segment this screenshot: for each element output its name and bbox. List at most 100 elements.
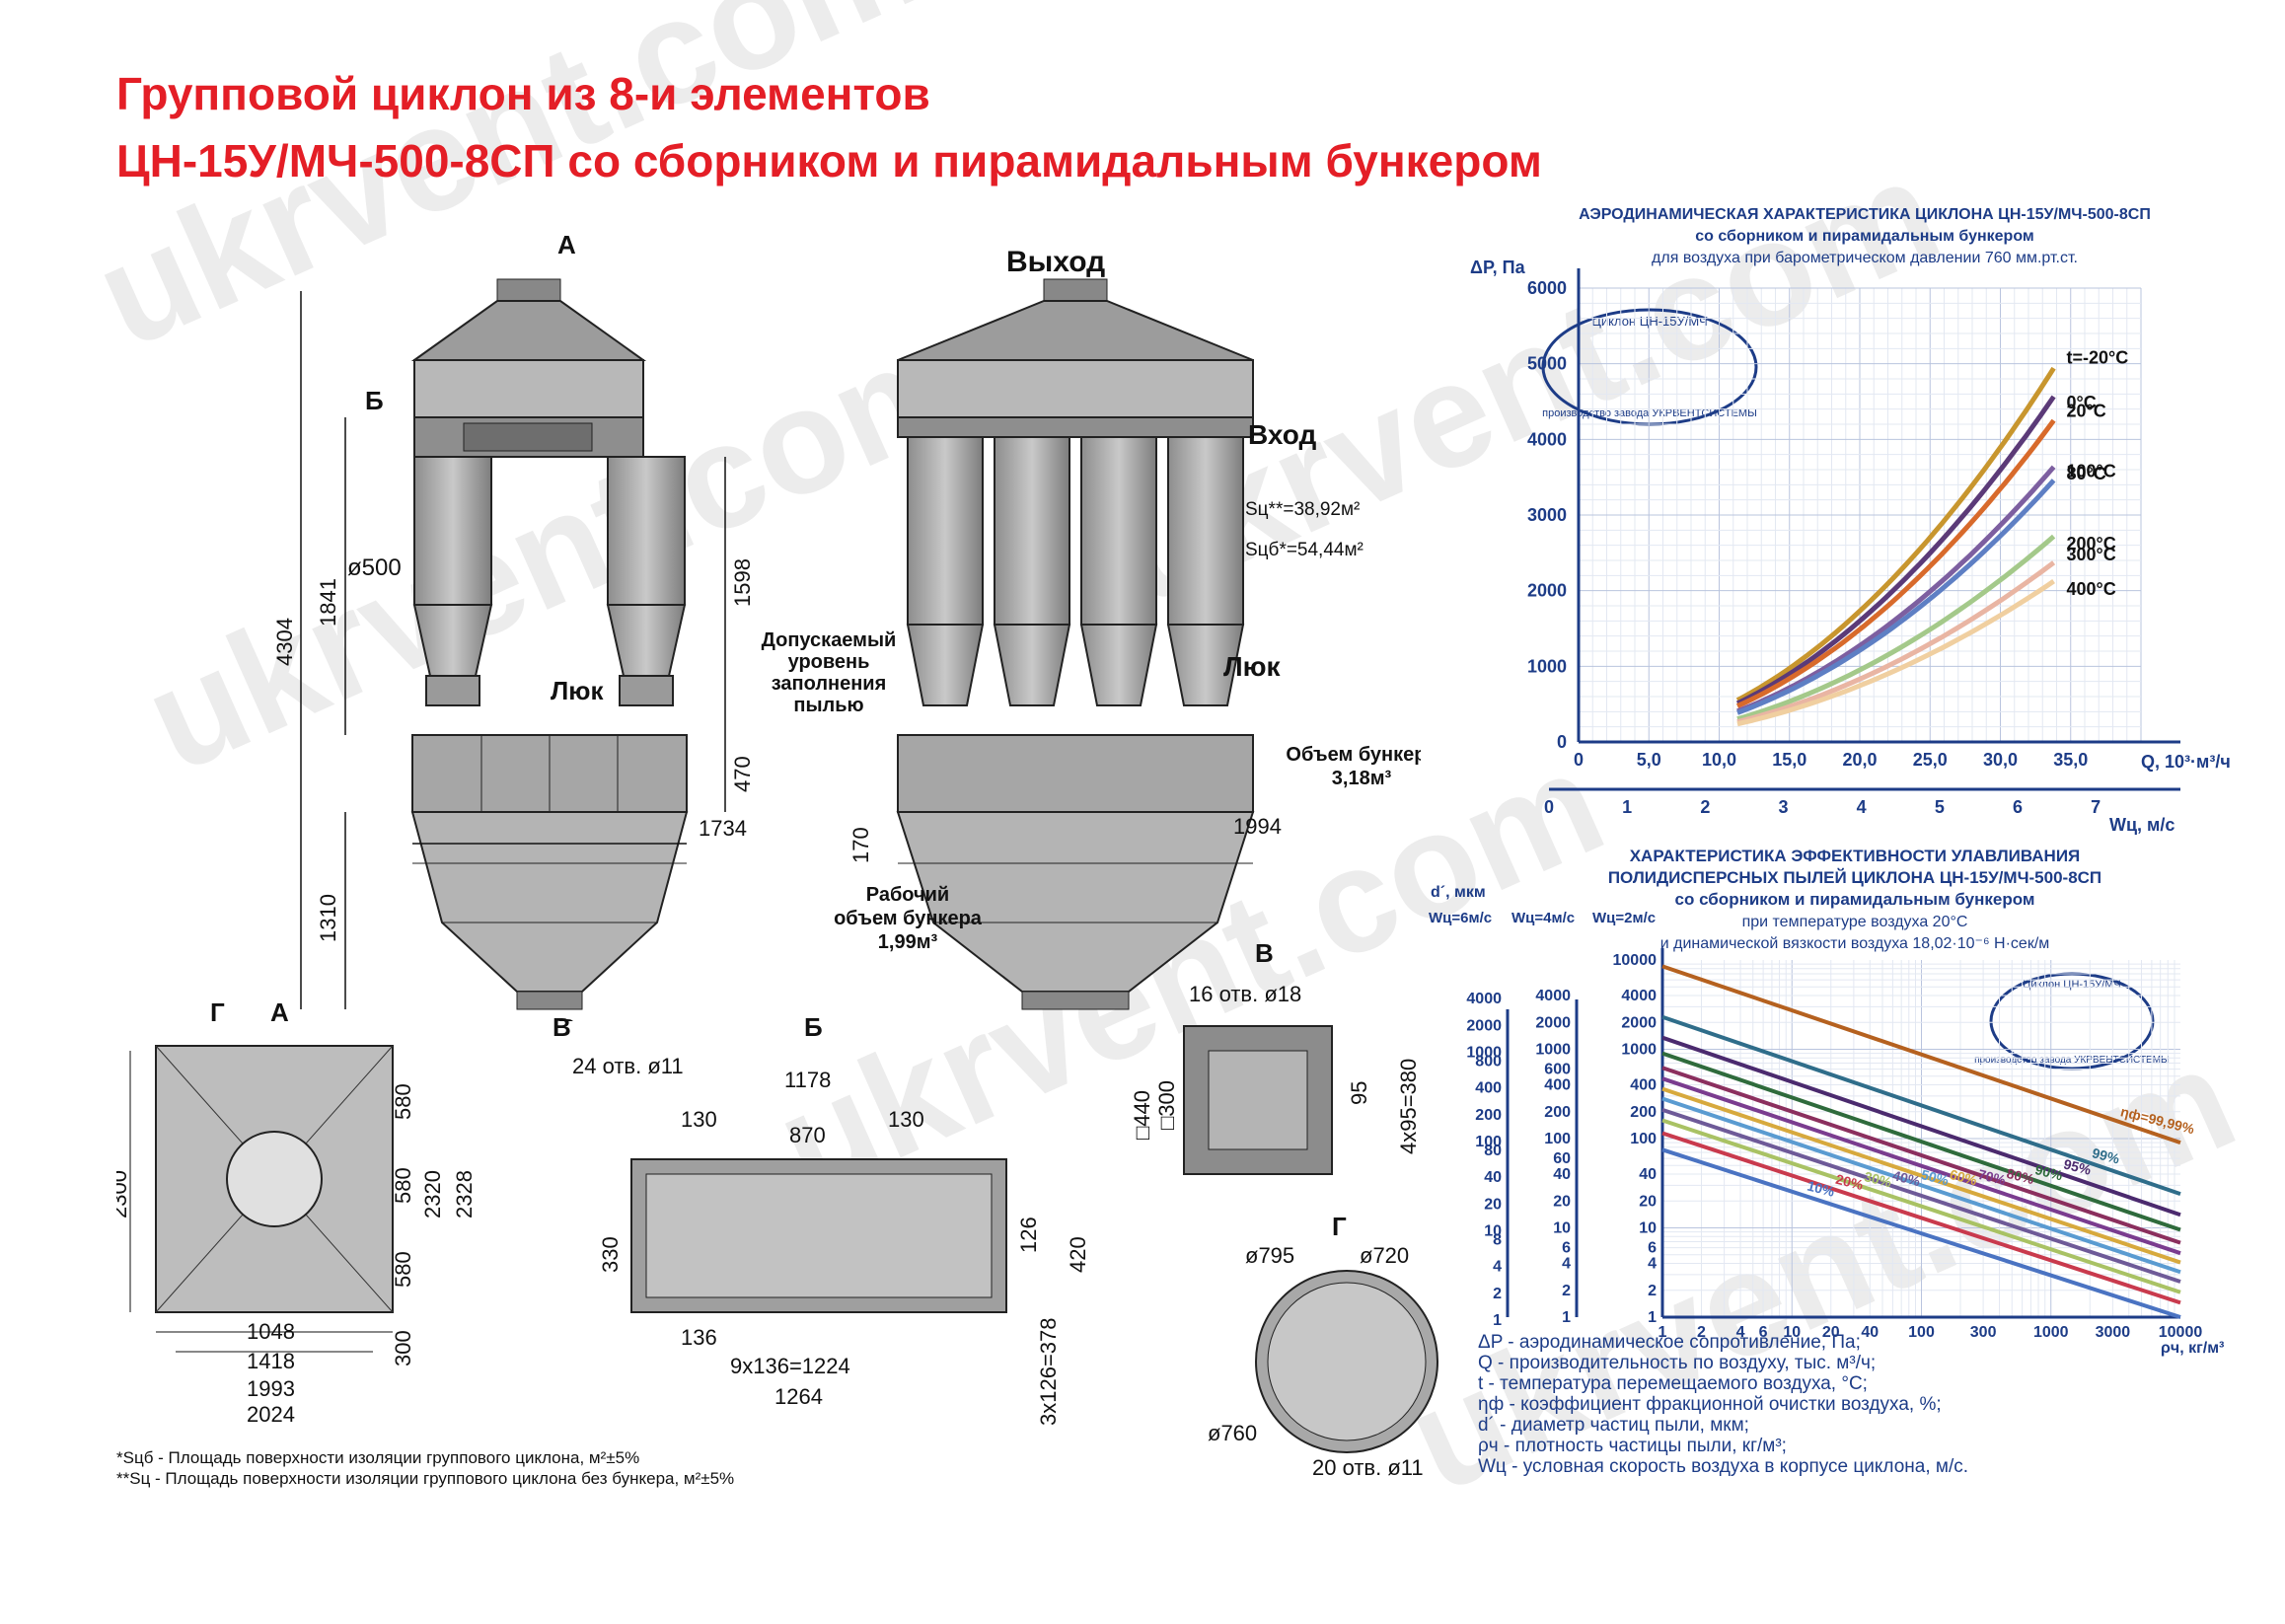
- area-scb: Sцб*=54,44м²: [1245, 540, 1364, 560]
- y4-tick-label: 10: [1553, 1220, 1571, 1237]
- series-line: [1661, 1014, 2181, 1196]
- y6-tick-label: 10: [1484, 1223, 1502, 1240]
- symbol-legend: ΔP - аэродинамическое сопротивление, Па;…: [1478, 1332, 1968, 1477]
- diam-pipe-label: ø500: [347, 554, 402, 581]
- y4-tick-label: 2: [1562, 1283, 1571, 1299]
- y-tick-label: 6: [1648, 1240, 1657, 1257]
- y-tick-label: 6000: [1527, 278, 1567, 298]
- series-line: [1661, 1051, 2181, 1232]
- series-line: [1661, 1118, 2181, 1294]
- y6-tick-label: 2000: [1466, 1017, 1502, 1034]
- hatch-label-side: Люк: [1223, 651, 1282, 682]
- series-line: [1661, 1066, 2181, 1245]
- y4-tick-label: 20: [1553, 1193, 1571, 1210]
- dim-795: ø795: [1245, 1243, 1294, 1268]
- y-tick-label: 100: [1630, 1131, 1657, 1147]
- chart2-ylabel: d´, мкм: [1431, 884, 1486, 901]
- series-label: t=-20°C: [2067, 348, 2129, 368]
- y4-tick-label: 40: [1553, 1166, 1571, 1183]
- holes-g: 20 отв. ø11: [1312, 1455, 1424, 1480]
- legend-item: Q - производительность по воздуху, тыс. …: [1478, 1353, 1877, 1373]
- inlet-label: Вход: [1248, 419, 1316, 450]
- x-tick-label: 35,0: [2053, 750, 2088, 770]
- y-tick-label: 4000: [1527, 429, 1567, 449]
- x2-tick-label: 1: [1622, 797, 1632, 817]
- dim-580-b: 580: [391, 1167, 415, 1204]
- series-label: 80°C: [2067, 464, 2106, 483]
- y6-tick-label: 1: [1493, 1312, 1502, 1329]
- x-tick-label: 5,0: [1637, 750, 1661, 770]
- y4-tick-label: 100: [1544, 1131, 1571, 1147]
- y-tick-label: 10000: [1613, 952, 1658, 969]
- y-tick-label: 1: [1648, 1309, 1657, 1326]
- series-line: [1661, 964, 2181, 1145]
- y4-tick-label: 60: [1553, 1150, 1571, 1167]
- dim-870: 870: [789, 1123, 826, 1147]
- y-tick-label: 4000: [1621, 988, 1657, 1004]
- y4-tick-label: 1000: [1535, 1042, 1571, 1059]
- dim-760: ø760: [1208, 1421, 1257, 1445]
- dust-level-line2: уровень: [788, 651, 870, 673]
- dim-1841: 1841: [316, 578, 340, 627]
- bunker-volume-line1: Объем бункера: [1286, 744, 1421, 766]
- series-line: [1661, 1076, 2181, 1256]
- series-label: 95%: [2062, 1156, 2094, 1178]
- chart2-subtitle3: при температуре воздуха 20°C: [1742, 914, 1968, 930]
- area-sc: Sц**=38,92м²: [1245, 499, 1360, 520]
- dim-2320: 2320: [420, 1170, 445, 1218]
- x2-tick-label: 2: [1700, 797, 1710, 817]
- chart2-xlabel: ρч, кг/м³: [2161, 1340, 2224, 1357]
- side-view: Выход Вход Sц**=38,92м² Sцб*=54,44м² Доп…: [762, 246, 1421, 1010]
- bunker-volume-line2: 3,18м³: [1332, 768, 1392, 789]
- legend-item: t - температура перемещаемого воздуха, °…: [1478, 1373, 1868, 1394]
- series-line: [1736, 534, 2056, 722]
- chart2-subtitle2: со сборником и пирамидальным бункером: [1675, 890, 2035, 909]
- x-tick-label: 10,0: [1702, 750, 1736, 770]
- y6-tick-label: 100: [1475, 1134, 1502, 1150]
- x-tick-label: 30,0: [1983, 750, 2018, 770]
- y-tick-label: 1000: [1527, 656, 1567, 676]
- y4-tick-label: 200: [1544, 1104, 1571, 1121]
- x-tick-label: 15,0: [1772, 750, 1806, 770]
- x2-tick-label: 4: [1857, 797, 1867, 817]
- x2-tick-label: 5: [1935, 797, 1945, 817]
- y-tick-label: 2000: [1621, 1014, 1657, 1031]
- section-b-side-label: В: [553, 1016, 571, 1042]
- dim-330: 330: [598, 1236, 623, 1273]
- series-label: 10%: [1806, 1178, 1837, 1200]
- y6-tick-label: 8: [1493, 1231, 1502, 1248]
- y4-tick-label: 1: [1562, 1309, 1571, 1326]
- y-tick-label: 4: [1648, 1256, 1657, 1273]
- plan-a-callout: Г: [210, 997, 225, 1027]
- x-tick-label: 1000: [2033, 1324, 2069, 1341]
- front-view: 4304 1841 1598 470 1310 1734 А В Б ø500 …: [272, 230, 755, 1021]
- chart2-col-6: Wц=6м/с: [1429, 910, 1492, 926]
- x2-tick-label: 6: [2013, 797, 2023, 817]
- y4-tick-label: 2000: [1535, 1014, 1571, 1031]
- footnote-2: **Sц - Площадь поверхности изоляции груп…: [116, 1469, 735, 1488]
- series-label: 99%: [2091, 1144, 2122, 1166]
- series-label: 90%: [2033, 1161, 2065, 1183]
- outlet-label: Выход: [1006, 246, 1105, 278]
- y-tick-label: 400: [1630, 1077, 1657, 1094]
- dim-580-c: 580: [391, 1251, 415, 1288]
- series-label: 40%: [1891, 1167, 1923, 1189]
- chart1-subtitle: со сборником и пирамидальным бункером: [1695, 228, 2033, 245]
- x-tick-label: 20: [1822, 1324, 1840, 1341]
- dim-1264: 1264: [774, 1384, 823, 1409]
- series-label: 20%: [1834, 1171, 1866, 1193]
- dim-1224: 9x136=1224: [730, 1354, 850, 1378]
- y6-tick-label: 80: [1484, 1143, 1502, 1159]
- section-v: В 16 отв. ø18 □440 □300 95 4x95=380: [1130, 942, 1421, 1175]
- series-label: 50%: [1920, 1166, 1952, 1188]
- section-g: Г ø795 ø720 ø760 20 отв. ø11: [1208, 1214, 1438, 1480]
- x-tick-label: 0: [1574, 750, 1584, 770]
- work-volume-line2: объем бункера: [834, 908, 983, 929]
- stamp-bottom: производство завода УКРВЕНТСИСТЕМЫ: [1974, 1055, 2170, 1066]
- series-label: ηф=99,99%: [2119, 1103, 2197, 1137]
- y-tick-label: 10: [1639, 1220, 1657, 1237]
- dust-level-line1: Допускаемый: [762, 629, 897, 651]
- series-line: [1736, 560, 2056, 725]
- y-tick-label: 0: [1557, 732, 1567, 752]
- series-line: [1661, 1035, 2181, 1218]
